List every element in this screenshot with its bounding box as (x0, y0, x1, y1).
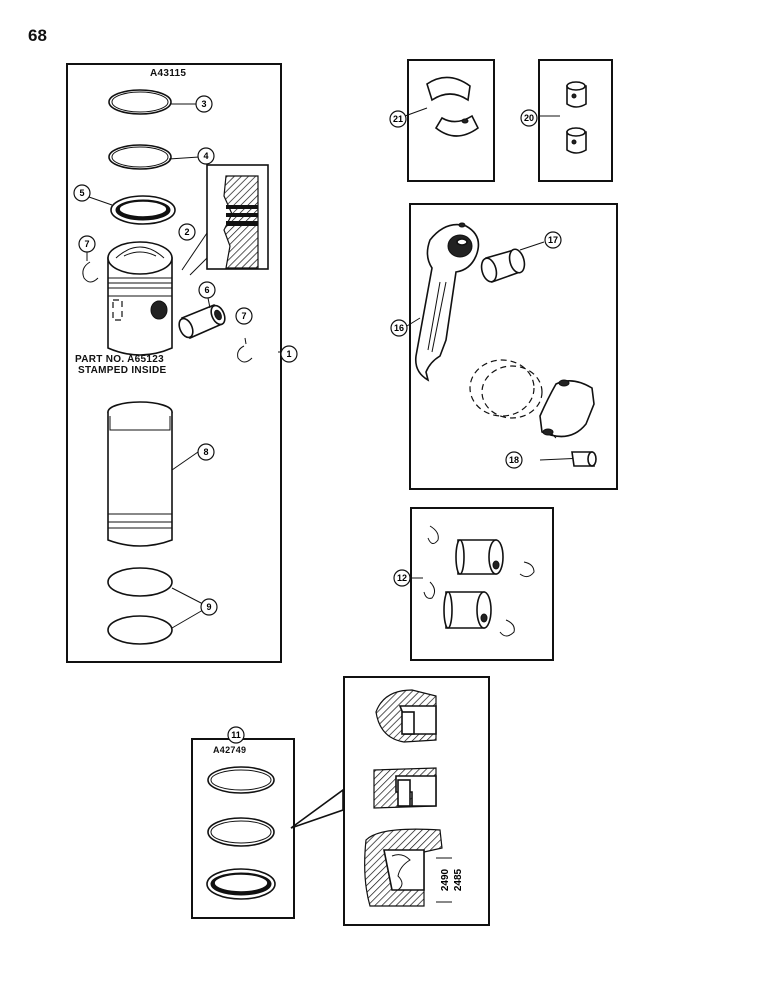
ring-kit-number: A42749 (213, 745, 247, 755)
svg-text:6: 6 (204, 285, 209, 295)
oil-control-ring (88, 195, 176, 225)
callout-20: 20 (520, 109, 538, 127)
callout-11: 11 (227, 726, 245, 744)
svg-text:5: 5 (79, 188, 84, 198)
snap-ring-left (82, 252, 99, 283)
callout-17: 17 (544, 231, 562, 249)
detail-pointer (290, 788, 344, 829)
svg-text:17: 17 (548, 235, 558, 245)
callout-12: 12 (393, 569, 411, 587)
dimension-min: 2485 (453, 868, 464, 891)
part-number-note-line1: PART NO. A65123 (75, 354, 164, 365)
svg-text:20: 20 (524, 113, 534, 123)
callout-8: 8 (197, 443, 215, 461)
callout-5: 5 (73, 184, 91, 202)
connecting-rod-bearing-halves (404, 76, 480, 137)
rod-cap (539, 379, 595, 439)
svg-text:7: 7 (84, 239, 89, 249)
rod-cap-bolt (539, 451, 597, 467)
callout-4: 4 (197, 147, 215, 165)
callout-1: 1 (280, 345, 298, 363)
cylinder-sleeve (107, 401, 199, 547)
small-end-bushing (480, 241, 545, 284)
ring-section-details (364, 689, 452, 907)
connecting-rod (406, 222, 480, 382)
svg-text:8: 8 (203, 447, 208, 457)
piston (107, 241, 173, 356)
rod-bearing-dashed (469, 359, 543, 419)
callout-2: 2 (178, 223, 196, 241)
ring-groove-inset (181, 164, 269, 276)
dimension-max: 2490 (440, 868, 451, 891)
callout-3: 3 (195, 95, 213, 113)
piston-pin-bushings (538, 81, 587, 154)
main-kit-number: A43115 (150, 68, 187, 79)
svg-text:4: 4 (203, 151, 208, 161)
callout-18: 18 (505, 451, 523, 469)
piston-pin-kit-panel (410, 507, 554, 661)
svg-text:18: 18 (509, 455, 519, 465)
callout-6: 6 (198, 281, 216, 299)
svg-text:16: 16 (394, 323, 404, 333)
sleeve-seal-rings (107, 567, 204, 645)
svg-text:11: 11 (231, 730, 241, 740)
svg-text:9: 9 (206, 602, 211, 612)
compression-ring-second (108, 144, 200, 170)
callout-9: 9 (200, 598, 218, 616)
piston-pin (178, 297, 226, 340)
compression-ring-top (108, 89, 197, 115)
sleeve-piston-kit-panel (66, 63, 282, 663)
svg-text:7: 7 (241, 311, 246, 321)
page-number: 68 (28, 26, 47, 45)
pin-bushing-panel (538, 59, 613, 182)
svg-text:2: 2 (184, 227, 189, 237)
svg-text:21: 21 (393, 114, 403, 124)
callout-7-right: 7 (235, 307, 253, 325)
callout-16: 16 (390, 319, 408, 337)
callout-21: 21 (389, 110, 407, 128)
snap-ring-right (237, 337, 253, 363)
pin-kit-parts (410, 525, 535, 637)
callout-7-left: 7 (78, 235, 96, 253)
svg-text:12: 12 (397, 573, 407, 583)
part-number-note-line2: STAMPED INSIDE (78, 365, 167, 376)
svg-text:3: 3 (201, 99, 206, 109)
svg-text:1: 1 (286, 349, 291, 359)
ring-kit-rings (206, 766, 276, 900)
connecting-rod-bearing-panel (407, 59, 495, 182)
